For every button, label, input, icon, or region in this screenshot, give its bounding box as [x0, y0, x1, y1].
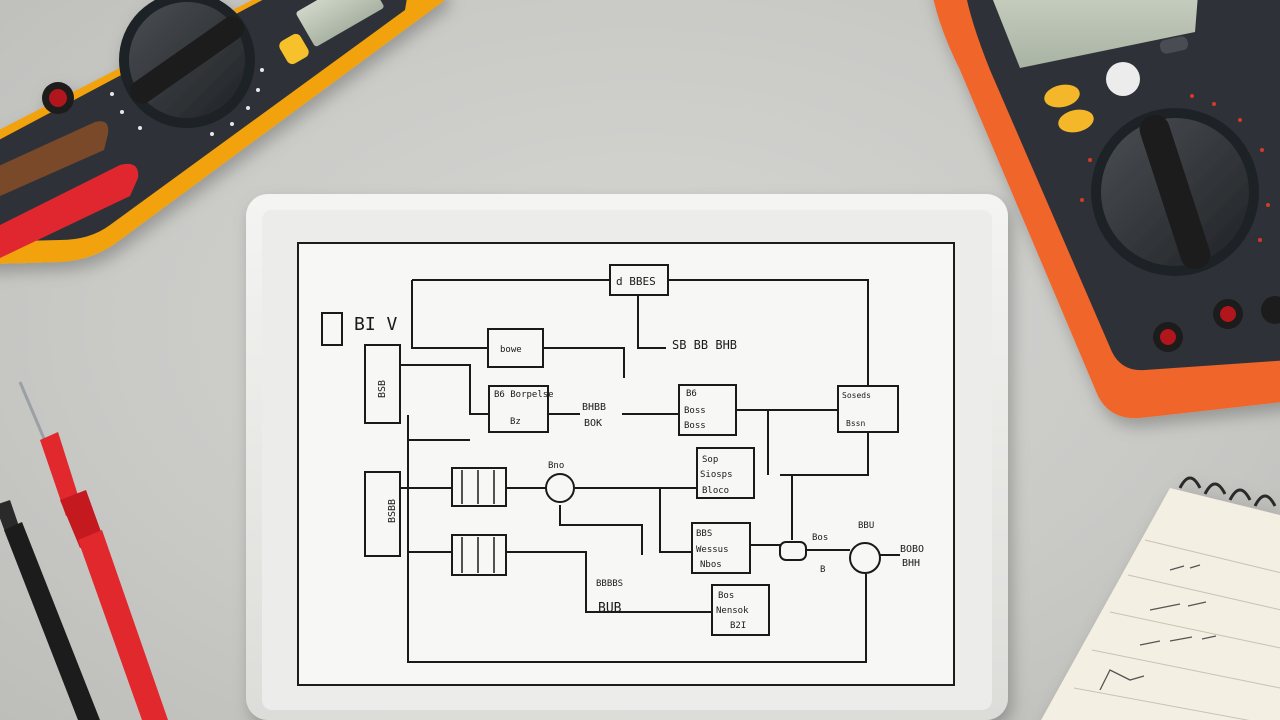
schematic-label: Bno	[548, 461, 564, 471]
schematic-node	[779, 541, 807, 561]
schematic-label: BUB	[598, 601, 622, 616]
schematic-block	[837, 385, 899, 433]
schematic-block	[609, 264, 669, 296]
schematic-block	[696, 447, 755, 499]
right-multimeter	[933, 0, 1280, 419]
schematic-label: BSBB	[387, 499, 398, 523]
schematic-label: Bos	[718, 591, 734, 601]
schematic-label: BOBO	[900, 544, 924, 555]
schematic-label: Soseds	[842, 391, 871, 400]
schematic-label: bowe	[500, 345, 522, 355]
schematic-label: BHBB	[582, 402, 606, 413]
lcd-display	[992, 0, 1198, 68]
schematic-label: BBU	[858, 521, 874, 531]
schematic-block	[488, 385, 549, 433]
schematic-label: BHH	[902, 558, 920, 569]
schematic-block	[711, 584, 770, 636]
schematic-block	[451, 467, 507, 507]
schematic-label: Nbos	[700, 560, 722, 570]
schematic-label: BOK	[584, 418, 602, 429]
schematic-label: Boss	[684, 406, 706, 416]
schematic-block	[691, 522, 751, 574]
schematic-label: BBBBS	[596, 579, 623, 589]
schematic-label: d BBES	[616, 275, 656, 288]
schematic-node	[849, 542, 881, 574]
schematic-block	[321, 312, 343, 346]
schematic-label: B	[820, 565, 825, 575]
schematic-label: Nensok	[716, 606, 749, 616]
schematic-label: B6 Borpelse	[494, 390, 554, 400]
schematic-title: BI V	[354, 314, 398, 335]
schematic-label: Bloco	[702, 486, 729, 496]
lcd-display	[296, 0, 384, 47]
schematic-label: Bos	[812, 533, 828, 543]
notepad	[1041, 476, 1280, 720]
schematic-label: B6	[686, 389, 697, 399]
schematic-label: Boss	[684, 421, 706, 431]
schematic-block	[451, 534, 507, 576]
schematic-label: BBS	[696, 529, 712, 539]
schematic-label: Bz	[510, 417, 521, 427]
schematic-label: Sop	[702, 455, 718, 465]
spiral-binding	[1178, 476, 1277, 507]
circuit-schematic	[321, 264, 900, 663]
schematic-block	[364, 471, 401, 557]
schematic-label: Wessus	[696, 545, 729, 555]
schematic-label: BSB	[377, 380, 388, 398]
schematic-node	[545, 473, 575, 503]
schematic-block	[678, 384, 737, 436]
schematic-label: Siosps	[700, 470, 733, 480]
tablet-screen	[297, 242, 955, 686]
schematic-label: Bssn	[846, 419, 865, 428]
probe-tip	[18, 381, 50, 449]
schematic-block	[487, 328, 544, 368]
left-multimeter	[0, 0, 445, 264]
schematic-label: SB BB BHB	[672, 338, 737, 352]
schematic-label: B2I	[730, 621, 746, 631]
schematic-block	[364, 344, 401, 424]
test-probes	[0, 381, 168, 720]
